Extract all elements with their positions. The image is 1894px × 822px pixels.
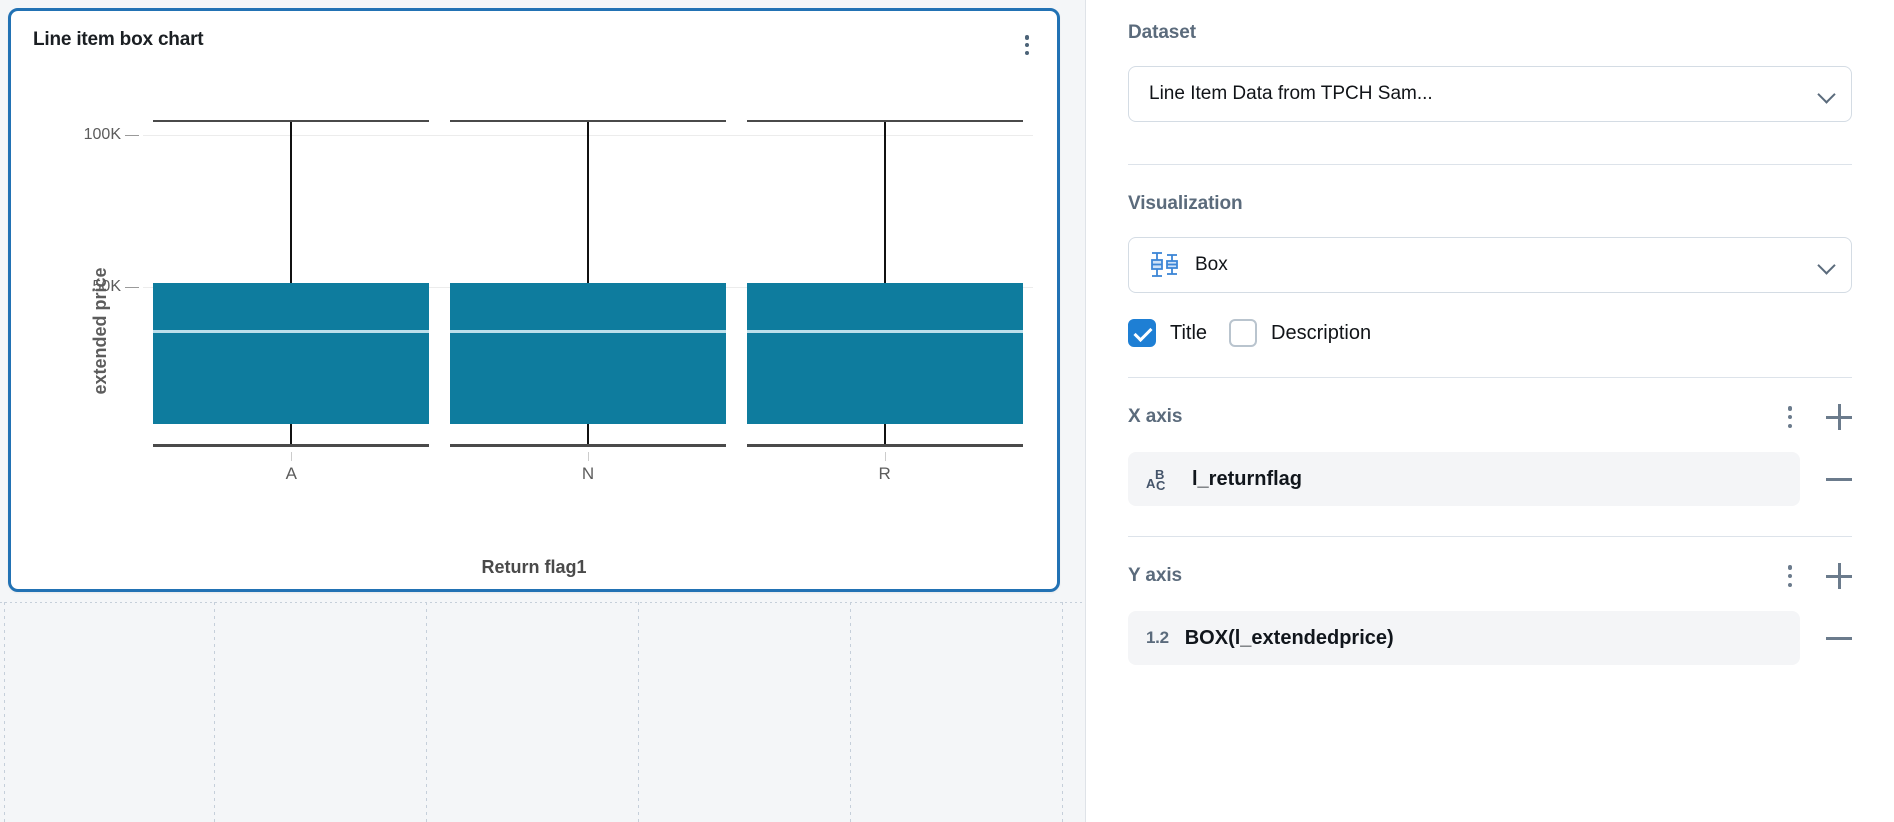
box-rect[interactable] (153, 282, 430, 424)
y-tick-mark (125, 134, 139, 136)
divider-1 (1128, 164, 1852, 165)
chevron-down-icon (1819, 257, 1835, 273)
whisker-cap-bottom (450, 444, 726, 447)
y-axis-field-box-extendedprice[interactable]: 1.2 BOX(l_extendedprice) (1128, 611, 1800, 665)
whisker-cap-top (450, 119, 726, 123)
y-axis-field-row: 1.2 BOX(l_extendedprice) (1128, 611, 1852, 665)
canvas-grid-columns (0, 602, 1085, 822)
y-tick-label: 100K (83, 125, 121, 143)
y-axis-field-name: BOX(l_extendedprice) (1184, 626, 1394, 649)
svg-text:B: B (1155, 467, 1164, 482)
y-axis-kebab-menu-icon[interactable] (1780, 565, 1800, 587)
whisker-cap-bottom (153, 444, 430, 447)
x-tick-label: N (581, 464, 595, 484)
x-tick-mark (588, 452, 589, 462)
y-axis-section-label: Y axis (1128, 565, 1182, 586)
abc-string-icon: A B C (1146, 466, 1176, 492)
y-tick-mark (125, 287, 139, 289)
dataset-section: Dataset Line Item Data from TPCH Sam... (1128, 0, 1852, 122)
description-checkbox-label: Description (1271, 321, 1372, 344)
x-axis-section: X axis A B C l_returnflag (1128, 378, 1852, 506)
whisker-line (587, 119, 589, 445)
kebab-menu-icon[interactable] (1017, 33, 1037, 57)
y-axis-header: Y axis (1128, 563, 1852, 589)
dataset-select[interactable]: Line Item Data from TPCH Sam... (1128, 66, 1852, 122)
x-axis-field-row: A B C l_returnflag (1128, 452, 1852, 506)
visualization-type-select[interactable]: Box (1128, 237, 1852, 293)
y-axis-remove-minus-icon[interactable] (1826, 636, 1852, 640)
box-rect[interactable] (450, 282, 726, 424)
divider-3 (1128, 536, 1852, 537)
x-tick-label: A (285, 464, 297, 484)
svg-text:A: A (1146, 476, 1156, 491)
canvas-grid-background (0, 598, 1085, 822)
x-axis-section-label: X axis (1128, 406, 1183, 427)
chart-header: Line item box chart (11, 11, 1057, 69)
title-checkbox[interactable] (1128, 319, 1156, 347)
visualization-toggles: Title Description (1128, 319, 1852, 347)
box-plot-group[interactable] (11, 69, 1057, 592)
whisker-line (290, 119, 293, 445)
chevron-down-icon (1819, 86, 1835, 102)
visualization-section-label: Visualization (1128, 193, 1243, 214)
x-axis-plus-icon[interactable] (1826, 404, 1852, 430)
numeric-icon: 1.2 (1146, 628, 1169, 647)
y-tick-label: 50K (92, 278, 121, 296)
y-axis-section: Y axis 1.2 BOX(l_extendedprice) (1128, 537, 1852, 665)
inspector-panel: Dataset Line Item Data from TPCH Sam... … (1085, 0, 1894, 822)
x-axis-field-l-returnflag[interactable]: A B C l_returnflag (1128, 452, 1800, 506)
whisker-cap-top (153, 119, 430, 123)
median-line (153, 329, 430, 333)
description-checkbox[interactable] (1229, 319, 1258, 347)
x-axis-field-name: l_returnflag (1192, 467, 1303, 490)
whisker-line (883, 119, 886, 445)
box-plot-icon (1149, 250, 1183, 280)
median-line (746, 329, 1023, 333)
dataset-section-label: Dataset (1128, 22, 1196, 43)
x-axis-remove-minus-icon[interactable] (1826, 477, 1852, 481)
divider-2 (1128, 377, 1852, 378)
page-title: Line item box chart (33, 29, 204, 50)
box-plot-group[interactable] (11, 69, 1057, 592)
x-tick-mark (884, 452, 886, 462)
x-axis-title: Return flag1 (481, 557, 587, 577)
title-checkbox-label: Title (1170, 321, 1208, 344)
x-tick-mark (291, 452, 293, 462)
whisker-cap-bottom (746, 444, 1023, 447)
median-line (450, 329, 726, 333)
box-plot-group[interactable] (11, 69, 1057, 592)
box-rect[interactable] (746, 282, 1023, 424)
visualization-type-value: Box (1195, 254, 1228, 275)
visualization-section: Visualization (1128, 165, 1852, 347)
x-tick-label: R (878, 464, 891, 484)
svg-text:C: C (1156, 478, 1166, 492)
x-axis-header: X axis (1128, 404, 1852, 430)
y-axis-plus-icon[interactable] (1826, 563, 1852, 589)
dataset-select-value: Line Item Data from TPCH Sam... (1149, 83, 1433, 104)
whisker-cap-top (746, 119, 1023, 123)
x-axis-kebab-menu-icon[interactable] (1780, 406, 1800, 428)
